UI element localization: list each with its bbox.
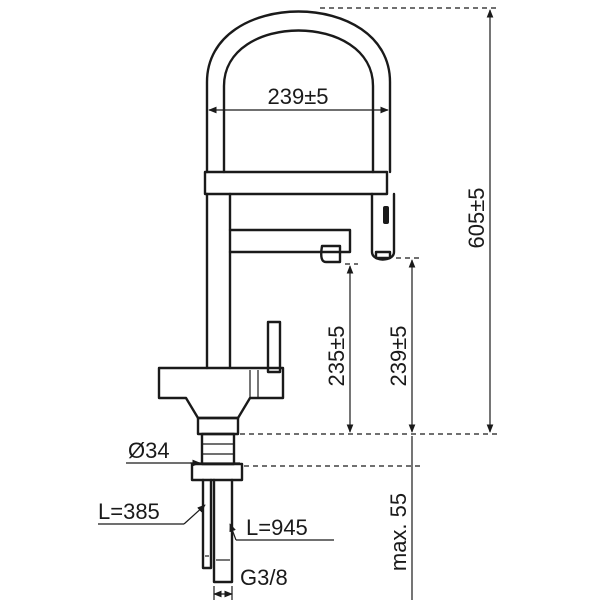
hose-long-label: L=945 [246, 515, 308, 540]
outlet-height-label: 239±5 [386, 325, 411, 386]
total-height-label: 605±5 [464, 187, 489, 248]
spring-arc-inner [222, 29, 375, 174]
hose-short-label: L=385 [98, 499, 160, 524]
mount-nut [200, 432, 236, 466]
arc-width-label: 239±5 [267, 84, 328, 109]
spray-nozzle [374, 250, 392, 260]
spray-head [370, 192, 396, 261]
hose-right [212, 478, 234, 584]
hose-left [201, 478, 213, 570]
base-diameter-label: Ø34 [128, 438, 170, 463]
thread-label: G3/8 [240, 565, 288, 590]
spray-holder [203, 170, 389, 196]
counter-plate [190, 462, 244, 482]
faucet-outline [157, 10, 396, 584]
dimension-lines [98, 7, 500, 600]
spray-button [383, 206, 389, 224]
handle-lever [266, 320, 282, 374]
spout-tip [320, 244, 342, 264]
base-flange [196, 416, 240, 436]
base-body [157, 366, 285, 420]
spout-arm [228, 228, 352, 254]
max-thickness-label: max. 55 [386, 493, 411, 571]
main-column [205, 192, 232, 370]
spout-height-label: 235±5 [324, 325, 349, 386]
spring-arc-outer [205, 10, 392, 174]
